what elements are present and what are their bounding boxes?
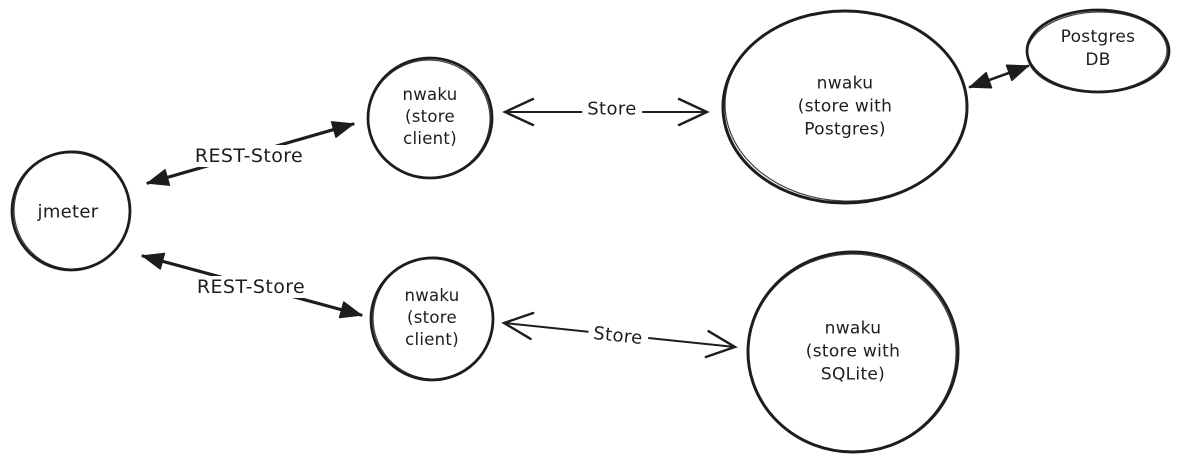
node-jmeter-shape[interactable] <box>10 148 133 272</box>
node-postgres-db-shape[interactable] <box>1025 8 1171 95</box>
edge-store-bottom[interactable] <box>501 311 738 359</box>
node-store-client-bottom-shape[interactable] <box>369 254 496 382</box>
edge-rest-store-bottom[interactable] <box>141 252 363 319</box>
node-store-sqlite-shape[interactable] <box>745 250 960 455</box>
node-store-postgres-shape[interactable] <box>721 7 970 205</box>
edge-rest-store-top[interactable] <box>146 121 355 186</box>
edge-postgres-db-link[interactable] <box>968 64 1030 89</box>
node-store-client-top-shape[interactable] <box>365 56 494 181</box>
